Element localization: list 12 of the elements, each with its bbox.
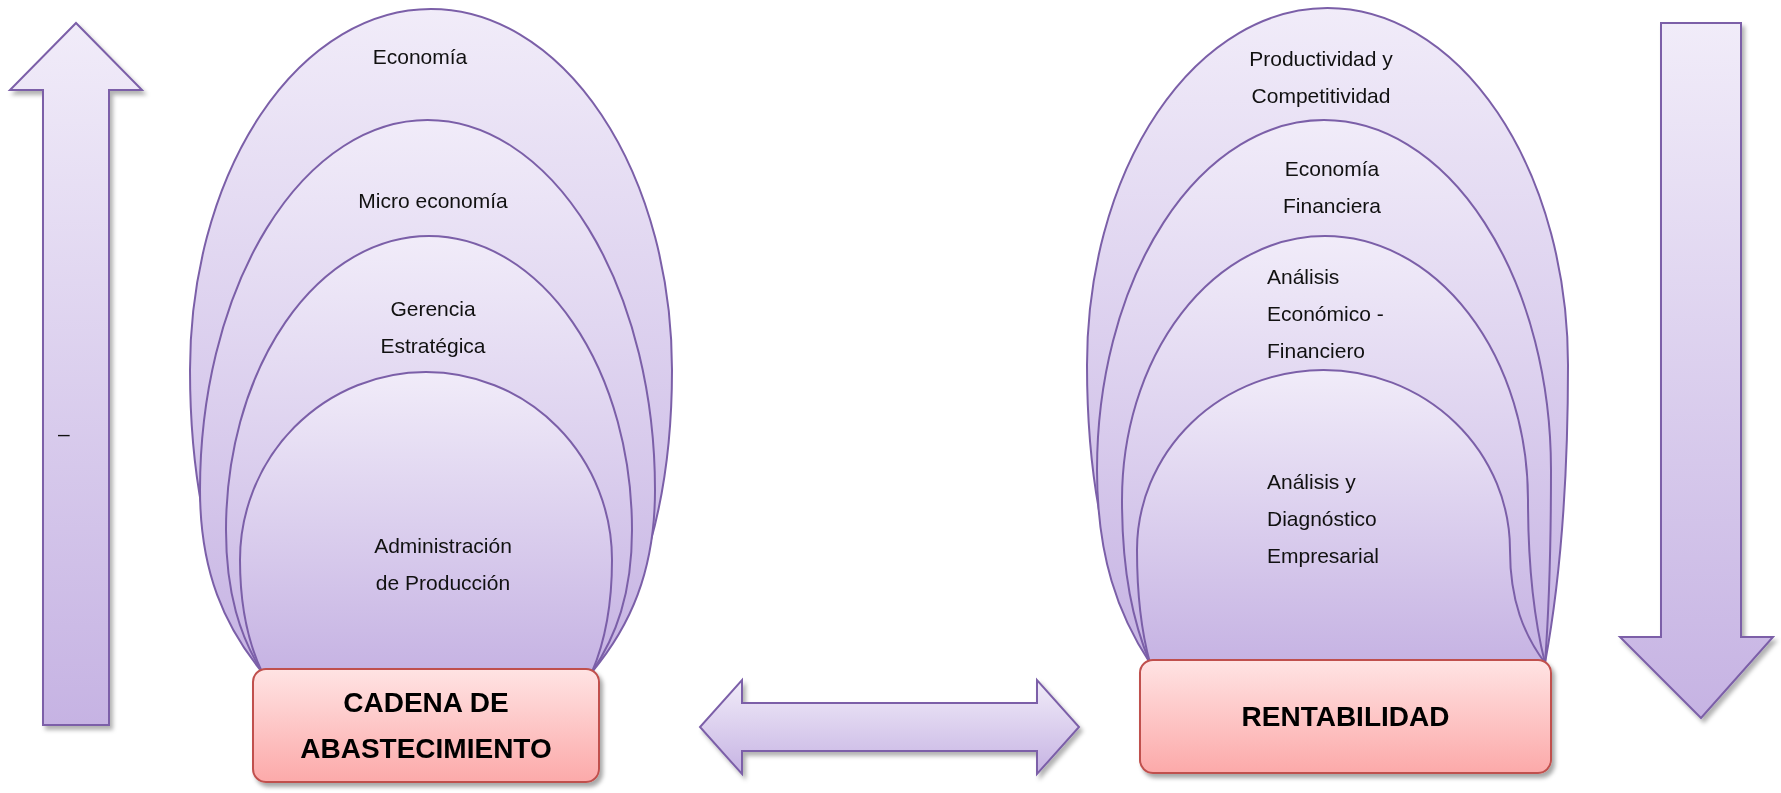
double-arrow: [698, 677, 1081, 777]
oval-label: Análisis y Diagnóstico Empresarial: [1267, 469, 1381, 569]
rounded-box: CADENA DE ABASTECIMIENTO: [252, 668, 600, 783]
rounded-box: RENTABILIDAD: [1139, 659, 1552, 774]
oval-label: Productividad y Competitividad: [1248, 46, 1394, 109]
oval-label: Gerencia Estratégica: [379, 296, 487, 359]
oval-label: Micro economía: [357, 188, 509, 214]
oval-label: Análisis Económico - Financiero: [1267, 264, 1385, 364]
oval-label: Economía Financiera: [1281, 156, 1383, 219]
oval-label: Administración de Producción: [373, 533, 513, 596]
arrow-text: –: [58, 422, 70, 446]
oval-label: Economía: [371, 44, 469, 70]
